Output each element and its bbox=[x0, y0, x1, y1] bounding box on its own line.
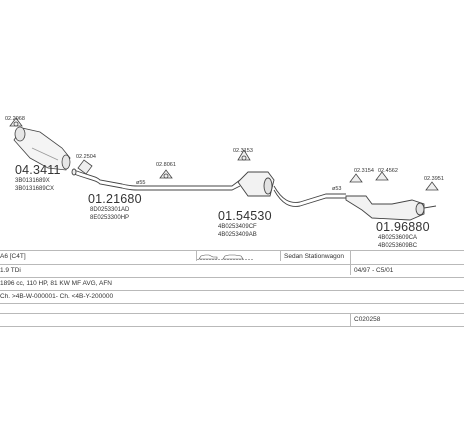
info-row-2: 1.9 TDi 04/97 - C5/01 bbox=[0, 264, 464, 276]
front-pipe-number-label: 01.21680 bbox=[88, 192, 142, 206]
body-type-cell: Sedan Stationwagon bbox=[284, 253, 344, 260]
date-range-cell: 04/97 - C5/01 bbox=[354, 267, 394, 274]
engine-cell: 1.9 TDi bbox=[0, 267, 21, 274]
diameter-b-label: ø53 bbox=[332, 186, 341, 192]
divider bbox=[196, 250, 197, 261]
front-pipe bbox=[71, 168, 162, 191]
info-row-5 bbox=[0, 303, 464, 314]
rear-silencer-oe2-label: 4B0253609BC bbox=[378, 243, 418, 249]
hanger-a-label: 02.8061 bbox=[156, 162, 176, 168]
info-row-4: Ch. >4B-W-000001- Ch. <4B-Y-200000 bbox=[0, 290, 464, 301]
diameter-a-label: ø55 bbox=[136, 180, 145, 186]
cat-number-label: 04.3411 bbox=[15, 163, 61, 177]
clamp-c-label: 02.4562 bbox=[378, 168, 398, 174]
mid-silencer-number-label: 01.54530 bbox=[218, 209, 272, 223]
cat-oe2-label: 3B0131689CX bbox=[15, 186, 54, 192]
rear-silencer-oe1-label: 4B0253609CA bbox=[378, 235, 417, 241]
hanger-b-label: 02.3951 bbox=[424, 176, 444, 182]
rear-pipe bbox=[273, 185, 346, 207]
info-row-6: C020258 bbox=[0, 313, 464, 325]
info-row-3: 1896 cc, 110 HP, 81 KW MF AVG, AFN bbox=[0, 277, 464, 288]
info-row-end bbox=[0, 326, 464, 328]
exhaust-system-diagram: 02.2968 04.3411 3B0131689X 3B0131689CX 0… bbox=[5, 116, 444, 249]
front-pipe-oe2-label: 8E0253300HP bbox=[90, 215, 129, 221]
clamp-left-icon bbox=[9, 117, 23, 127]
rear-silencer-number-label: 01.96880 bbox=[376, 220, 430, 234]
mid-silencer-oe1-label: 4B0253409CF bbox=[218, 224, 257, 230]
clamp-c-icon bbox=[375, 171, 389, 181]
divider bbox=[280, 250, 281, 261]
clamp-b-icon bbox=[349, 173, 363, 183]
catalytic-converter bbox=[13, 126, 71, 171]
clamp-b-label: 02.3154 bbox=[354, 168, 374, 174]
clamp-a-icon bbox=[77, 159, 93, 175]
hanger-a-icon bbox=[159, 169, 173, 179]
hanger-b-icon bbox=[425, 181, 439, 191]
mid-silencer-oe2-label: 4B0253409AB bbox=[218, 232, 257, 238]
car-icon-cell bbox=[197, 252, 257, 263]
catalog-code-cell: C020258 bbox=[354, 316, 381, 323]
clamp-left-label: 02.2968 bbox=[5, 116, 25, 122]
model-cell: A6 [C4T] bbox=[0, 253, 26, 260]
chassis-cell: Ch. >4B-W-000001- Ch. <4B-Y-200000 bbox=[0, 293, 114, 300]
intermediate-pipe bbox=[162, 179, 241, 191]
mount-mid-label: 02.3153 bbox=[233, 148, 253, 154]
car-body-icons bbox=[197, 254, 253, 260]
divider bbox=[350, 313, 351, 326]
info-row-1: A6 [C4T] Sedan Stationwagon bbox=[0, 250, 464, 262]
cat-oe1-label: 3B0131689X bbox=[15, 178, 50, 184]
mount-mid-icon bbox=[237, 149, 251, 161]
divider bbox=[350, 250, 351, 275]
front-pipe-oe1-label: 8D0253301AD bbox=[90, 207, 130, 213]
engine-spec-cell: 1896 cc, 110 HP, 81 KW MF AVG, AFN bbox=[0, 280, 112, 287]
rear-silencer bbox=[345, 195, 437, 221]
middle-silencer bbox=[237, 171, 275, 197]
clamp-a-label: 02.2504 bbox=[76, 154, 96, 160]
